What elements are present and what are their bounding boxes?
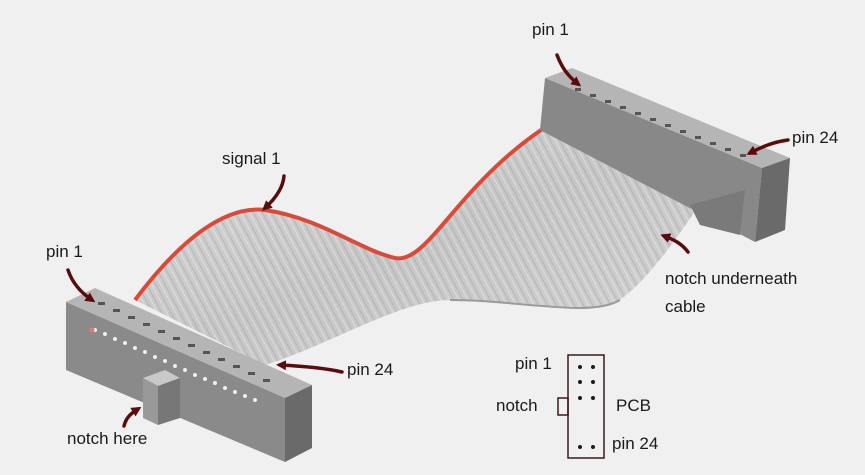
arrow-notch-underneath	[660, 233, 690, 254]
annotation-arrows	[66, 53, 790, 428]
pcb-label-pin1: pin 1	[515, 354, 552, 373]
label-top-pin1: pin 1	[532, 20, 569, 39]
signal-1-stripe	[133, 113, 566, 302]
pcb-pins	[578, 365, 595, 449]
arrow-notch-here	[122, 406, 142, 428]
pcb-notch-outline	[557, 397, 569, 416]
label-notch-underneath-line2: cable	[665, 297, 706, 316]
label-left-pin1: pin 1	[46, 242, 83, 261]
label-signal1: signal 1	[222, 149, 281, 168]
arrow-left-pin24	[276, 360, 344, 374]
label-top-pin24: pin 24	[792, 128, 839, 147]
pcb-label-notch: notch	[496, 396, 538, 415]
pcb-label-pcb: PCB	[616, 396, 651, 415]
label-left-pin24: pin 24	[347, 360, 394, 379]
ribbon-cable	[133, 113, 725, 365]
arrow-left-pin1	[66, 268, 96, 303]
pcb-label-pin24: pin 24	[612, 434, 659, 453]
notch-block	[143, 370, 180, 425]
pcb-header-outline	[567, 354, 605, 459]
connector-top-right	[540, 68, 790, 242]
arrow-signal1	[262, 174, 286, 211]
label-notch-here: notch here	[67, 429, 148, 448]
arrow-top-pin1	[555, 53, 582, 87]
label-notch-underneath-line1: notch underneath	[665, 269, 798, 288]
arrow-top-pin24	[746, 138, 790, 155]
pcb-header-legend	[557, 354, 605, 459]
connector-bottom-left	[66, 288, 312, 462]
